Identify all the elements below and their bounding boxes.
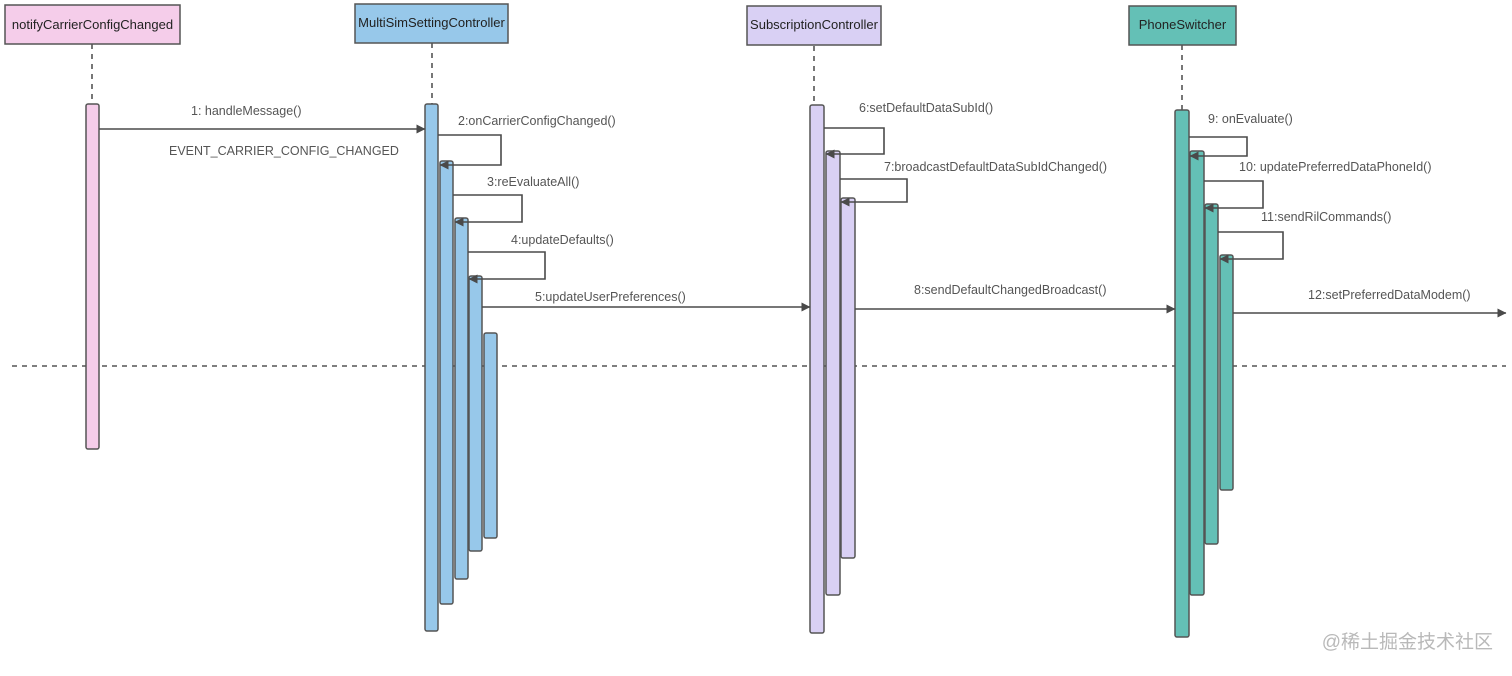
message-arrow-2	[438, 134, 502, 170]
activations-subscription	[809, 104, 856, 634]
message-label-8: 8:sendDefaultChangedBroadcast()	[914, 283, 1106, 297]
message-arrow-7	[840, 178, 908, 207]
message-label-7: 7:broadcastDefaultDataSubIdChanged()	[884, 160, 1107, 174]
activation-bar	[1204, 203, 1219, 545]
participant-box	[4, 4, 181, 45]
message-arrow-6	[824, 127, 885, 159]
activation-bar	[809, 104, 825, 634]
participant-label: notifyCarrierConfigChanged	[12, 17, 173, 32]
activations-notify	[85, 103, 100, 450]
participant-label: SubscriptionController	[750, 17, 879, 32]
message-label-4: 4:updateDefaults()	[511, 233, 614, 247]
message-label-10: 10: updatePreferredDataPhoneId()	[1239, 160, 1432, 174]
activation-bar	[85, 103, 100, 450]
message-label-5: 5:updateUserPreferences()	[535, 290, 686, 304]
message-label-11: 11:sendRilCommands()	[1261, 210, 1391, 224]
participant-multisim: MultiSimSettingController	[354, 3, 509, 44]
message-arrow-11	[1218, 231, 1284, 264]
message-arrow-4	[468, 251, 546, 284]
message-label-6: 6:setDefaultDataSubId()	[859, 101, 993, 115]
message-label-3: 3:reEvaluateAll()	[487, 175, 579, 189]
message-arrow-3	[453, 194, 523, 227]
activation-bar	[840, 197, 856, 559]
activation-bar	[825, 150, 841, 596]
participant-box	[746, 5, 882, 46]
activation-bar	[468, 275, 483, 552]
activation-bar	[1189, 150, 1205, 596]
participant-subscription: SubscriptionController	[746, 5, 882, 46]
watermark: @稀土掘金技术社区	[1322, 631, 1493, 653]
lifelines	[91, 43, 1183, 110]
activation-bar	[1174, 109, 1190, 638]
message-arrows	[99, 124, 1507, 318]
participant-box	[1128, 5, 1237, 46]
participant-box	[354, 3, 509, 44]
activations-phoneswitcher	[1174, 109, 1234, 638]
event-note: EVENT_CARRIER_CONFIG_CHANGED	[169, 144, 399, 158]
activation-bar	[454, 217, 469, 580]
activation-bar	[1219, 254, 1234, 491]
message-arrow-9	[1189, 136, 1248, 161]
message-labels: 1: handleMessage() 2:onCarrierConfigChan…	[169, 101, 1471, 304]
message-label-9: 9: onEvaluate()	[1208, 112, 1293, 126]
message-label-1: 1: handleMessage()	[191, 104, 301, 118]
message-label-12: 12:setPreferredDataModem()	[1308, 288, 1471, 302]
participant-label: MultiSimSettingController	[358, 15, 505, 30]
activation-bar	[439, 160, 454, 605]
participant-notify: notifyCarrierConfigChanged	[4, 4, 181, 45]
activations-multisim	[424, 103, 498, 632]
message-arrow-10	[1204, 180, 1264, 213]
participant-phoneswitcher: PhoneSwitcher	[1128, 5, 1237, 46]
participant-label: PhoneSwitcher	[1139, 17, 1227, 32]
message-label-2: 2:onCarrierConfigChanged()	[458, 114, 616, 128]
activation-bar	[424, 103, 439, 632]
activation-bar	[483, 332, 498, 539]
